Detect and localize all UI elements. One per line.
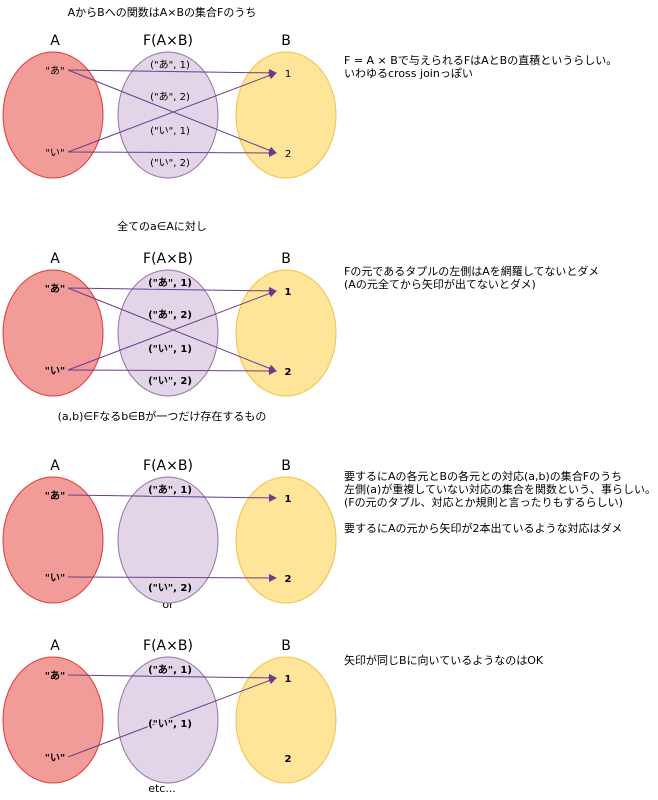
set-a-element: "い": [45, 366, 65, 377]
set-a-ellipse: [2, 656, 104, 784]
note-line: F = A × Bで与えられるFはAとBの直積というらしい。: [344, 54, 618, 67]
tuple-label: ("あ", 1): [148, 483, 192, 496]
mapping-arrow: [67, 148, 277, 157]
note-cartesian-product: F = A × Bで与えられるFはAとBの直積というらしい。 いわゆるcross…: [344, 54, 617, 80]
note-line: 要するにAの各元とBの各元との対応(a,b)の集合Fのうち: [344, 470, 623, 483]
set-a-element: "あ": [45, 65, 64, 77]
mapping-arrow: [67, 673, 277, 682]
mapping-arrow: [67, 493, 277, 502]
set-b-element: 2: [285, 367, 292, 378]
note-function-summary: 要するにAの各元とBの各元との対応(a,b)の集合Fのうち 左側(a)が重複して…: [344, 470, 656, 535]
tuple-label: ("い", 2): [150, 158, 190, 169]
set-a-ellipse: [2, 269, 104, 397]
mapping-arrow: [67, 366, 277, 375]
set-a-element: "あ": [45, 489, 65, 502]
mapping-diagram: A F(A×B) B "あ" "い" 1 2 ("あ", 1) ("い", 1): [2, 638, 337, 784]
mapping-arrow: [67, 676, 277, 758]
set-a-element: "あ": [45, 669, 65, 682]
tuple-label: ("い", 2): [148, 583, 192, 594]
set-a-ellipse: [2, 51, 104, 179]
note-line: いわゆるcross joinっぽい: [344, 67, 473, 80]
tuple-label: ("あ", 1): [148, 663, 192, 676]
set-a-element: "い": [45, 148, 64, 159]
set-b-element: 2: [285, 574, 292, 585]
set-b-element: 1: [285, 287, 292, 298]
mapping-arrow: [67, 71, 277, 153]
set-f-title: F(A×B): [143, 251, 193, 267]
caption-for-all-a: 全てのa∈Aに対し: [117, 219, 207, 233]
note-line: 矢印が同じBに向いているようなのはOK: [344, 654, 544, 667]
set-b-element: 1: [285, 69, 291, 80]
mapping-diagram: A F(A×B) B "あ" "い" 1 2 ("あ", 1) ("あ", 2) ("い", 1)…: [2, 33, 337, 179]
set-b-title: B: [281, 251, 291, 267]
note-line: 左側(a)が重複していない対応の集合を関数という、事らしい。: [344, 483, 656, 496]
set-f-ellipse: [117, 269, 219, 397]
note-cover-a: Fの元であるタプルの左側はAを網羅してないとダメ (Aの元全てから矢印が出てない…: [344, 265, 599, 291]
caption-function-definition: AからBへの関数はA×Bの集合Fのうち: [68, 5, 257, 19]
tuple-label: ("い", 1): [148, 344, 192, 355]
tuple-label: ("あ", 1): [148, 276, 192, 289]
set-b-title: B: [281, 458, 291, 474]
set-b-element: 2: [285, 754, 292, 765]
tuple-label: ("あ", 1): [150, 59, 190, 71]
set-b-title: B: [281, 33, 291, 49]
set-b-element: 1: [285, 674, 292, 685]
set-f-ellipse: [117, 51, 219, 179]
set-f-title: F(A×B): [143, 458, 193, 474]
set-a-title: A: [50, 638, 60, 654]
set-a-ellipse: [2, 476, 104, 604]
set-a-element: "あ": [45, 282, 65, 295]
set-a-title: A: [50, 458, 60, 474]
set-b-element: 1: [285, 494, 292, 505]
mapping-diagram: A F(A×B) B "あ" "い" 1 2 ("あ", 1) ("い", 2): [2, 458, 337, 604]
set-f-title: F(A×B): [143, 638, 193, 654]
note-line: (Fの元のタプル、対応とか規則と言ったりもするらしい): [344, 496, 623, 509]
caption-or: or: [162, 598, 174, 611]
set-a-element: "い": [45, 573, 65, 584]
caption-unique-b: (a,b)∈Fなるb∈Bが一つだけ存在するもの: [58, 409, 267, 423]
tuple-label: ("い", 1): [150, 126, 190, 137]
set-f-title: F(A×B): [143, 33, 193, 49]
set-f-ellipse: [117, 656, 219, 784]
caption-etc: etc...: [148, 782, 176, 795]
set-a-title: A: [50, 33, 60, 49]
tuple-label: ("あ", 2): [148, 308, 192, 321]
note-line: Fの元であるタプルの左側はAを網羅してないとダメ: [344, 265, 600, 278]
tuple-label: ("あ", 2): [150, 91, 190, 103]
mapping-arrow: [67, 68, 277, 77]
note-line: 要するにAの元から矢印が2本出ているような対応はダメ: [344, 522, 623, 535]
mapping-arrow: [67, 289, 277, 371]
set-a-title: A: [50, 251, 60, 267]
set-b-ellipse: [235, 656, 337, 784]
set-b-title: B: [281, 638, 291, 654]
note-line: [344, 509, 656, 522]
mapping-arrow: [67, 573, 277, 582]
note-line: (Aの元全てから矢印が出てないとダメ): [344, 278, 536, 291]
set-b-ellipse: [235, 476, 337, 604]
set-b-element: 2: [285, 149, 291, 160]
note-same-b-ok: 矢印が同じBに向いているようなのはOK: [344, 654, 543, 667]
tuple-label: ("い", 2): [148, 376, 192, 387]
mapping-arrow: [67, 286, 277, 295]
set-f-ellipse: [117, 476, 219, 604]
tuple-label: ("い", 1): [148, 719, 192, 730]
mapping-arrow: [67, 69, 277, 155]
set-a-element: "い": [45, 753, 65, 764]
mapping-diagram: A F(A×B) B "あ" "い" 1 2 ("あ", 1) ("あ", 2) ("い", 1)…: [2, 251, 337, 397]
mapping-arrow: [67, 287, 277, 373]
